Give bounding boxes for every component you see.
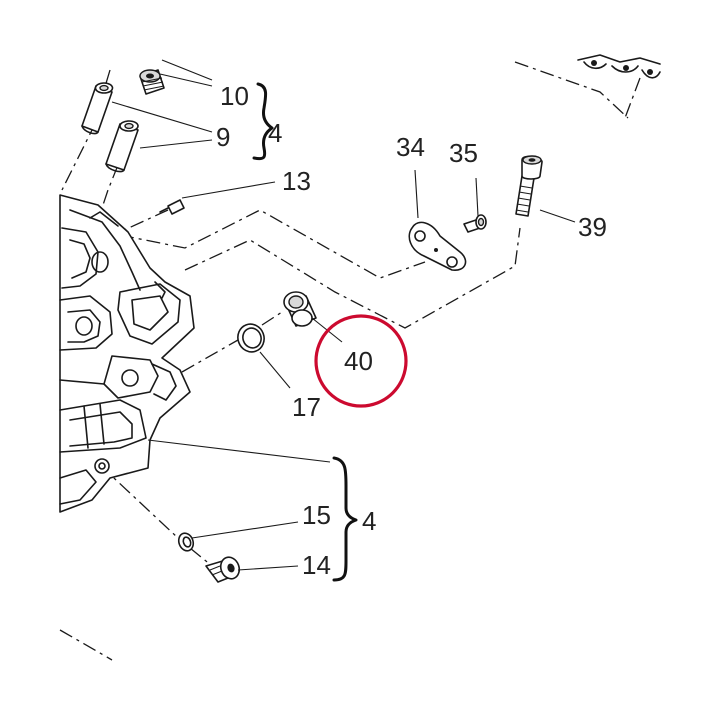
callout-9: 9	[216, 122, 230, 152]
brace-bottom	[332, 456, 358, 582]
upper-right-component	[577, 54, 661, 79]
part-10-set-screw	[139, 69, 165, 95]
callout-4-top: 4	[268, 118, 282, 148]
callout-4-bottom: 4	[362, 506, 376, 536]
assembly-axes	[59, 61, 641, 661]
callout-10: 10	[220, 81, 249, 111]
main-housing	[59, 194, 195, 513]
brace-top	[252, 82, 274, 161]
callout-34: 34	[396, 132, 425, 162]
callout-40: 40	[344, 346, 373, 376]
part-17-o-ring	[237, 323, 265, 353]
part-14-cap-screw	[205, 556, 241, 583]
part-9-pin-a	[81, 82, 114, 135]
part-39-bolt	[515, 155, 543, 217]
highlight-circle	[314, 314, 408, 408]
callout-17: 17	[292, 392, 321, 422]
leader-lines	[111, 59, 576, 571]
callout-14: 14	[302, 550, 331, 580]
part-15-washer	[177, 532, 195, 552]
part-40-bushing	[283, 291, 317, 327]
part-34-plate	[408, 221, 467, 271]
part-13-pin	[159, 199, 185, 215]
part-35-screw	[463, 214, 487, 233]
callout-15: 15	[302, 500, 331, 530]
callout-13: 13	[282, 166, 311, 196]
callout-39: 39	[578, 212, 607, 242]
callout-35: 35	[449, 138, 478, 168]
part-9-pin-b	[105, 120, 139, 173]
